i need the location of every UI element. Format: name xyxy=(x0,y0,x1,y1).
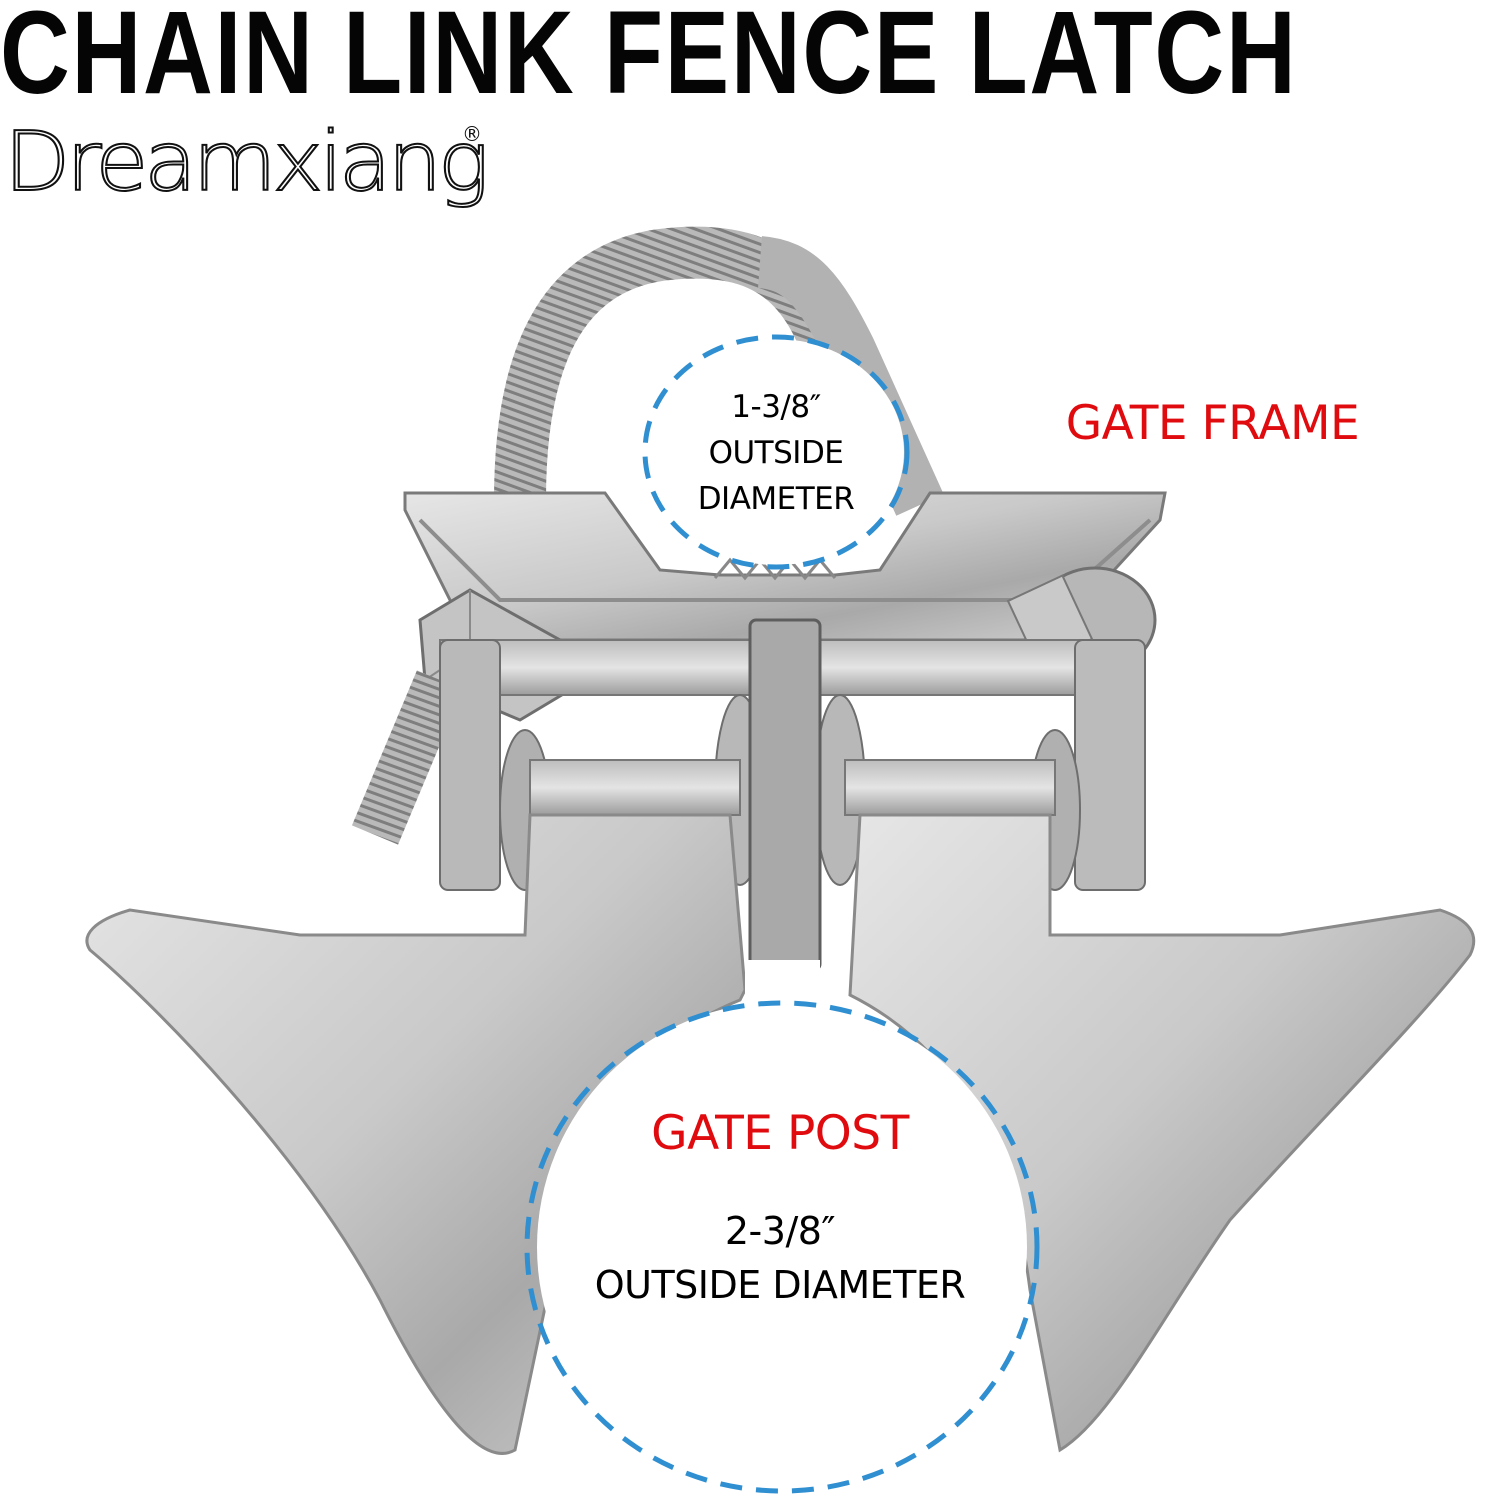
frame-diameter-dashed-circle xyxy=(642,334,910,570)
gate-post-size: 2-3/8″ xyxy=(724,1209,836,1253)
gate-post-label: GATE POST xyxy=(651,1106,909,1161)
gate-frame-label: GATE FRAME xyxy=(1065,396,1360,451)
post-diameter-dashed-circle xyxy=(524,1000,1040,1494)
registered-mark: ® xyxy=(462,122,482,146)
page-title: CHAIN LINK FENCE LATCH xyxy=(0,0,1298,119)
gate-post-size-label: 2-3/8″ OUTSIDE DIAMETER xyxy=(560,1204,1000,1312)
latch-tongue xyxy=(748,618,822,972)
frame-diameter-label: 1-3/8″ OUTSIDE DIAMETER xyxy=(651,384,901,522)
frame-diameter-size: 1-3/8″ xyxy=(731,389,821,425)
frame-diameter-line1: OUTSIDE xyxy=(708,435,844,471)
frame-diameter-line2: DIAMETER xyxy=(697,481,855,517)
gate-post-description: OUTSIDE DIAMETER xyxy=(594,1263,966,1307)
u-bolt xyxy=(494,226,944,516)
brand-logo: Dreamxiang xyxy=(3,115,491,210)
